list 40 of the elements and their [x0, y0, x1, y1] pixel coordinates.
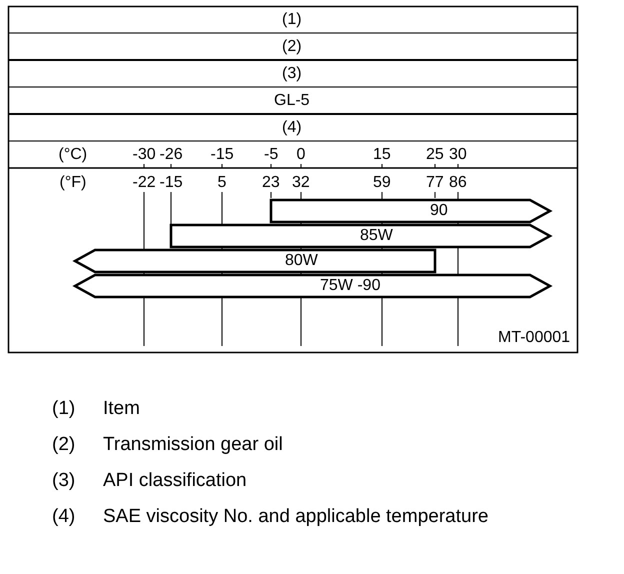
key-description: API classification [103, 472, 247, 490]
temperature-value: 86 [449, 174, 467, 192]
viscosity-grade: 85W [360, 227, 393, 245]
range-arrow-band [75, 275, 550, 297]
unit-label: (°F) [60, 174, 86, 192]
key-description: SAE viscosity No. and applicable temperature [103, 508, 488, 526]
unit-label: (°C) [58, 146, 88, 164]
viscosity-grade: 90 [430, 202, 448, 220]
key-number: (1) [52, 400, 76, 418]
range-arrow-band [271, 200, 550, 222]
temperature-value: -30 [132, 146, 156, 164]
range-arrow-band [171, 225, 550, 247]
key-description: Item [103, 400, 140, 418]
table-heading: (1) [282, 11, 302, 29]
table-heading: (3) [282, 65, 302, 83]
viscosity-grade: 75W -90 [320, 277, 380, 295]
table-heading: (2) [282, 38, 302, 56]
temperature-value: -15 [160, 174, 183, 192]
key-description: Transmission gear oil [103, 436, 283, 454]
figure-code: MT-00001 [498, 329, 570, 347]
temperature-value: 0 [296, 146, 306, 164]
temperature-value: 32 [292, 174, 310, 192]
temperature-value: 59 [373, 174, 391, 192]
temperature-value: 30 [449, 146, 467, 164]
temperature-value: 77 [426, 174, 444, 192]
range-arrow-band [75, 250, 435, 272]
table-heading: GL-5 [274, 92, 310, 110]
temperature-value: -5 [264, 146, 278, 164]
temperature-value: -22 [132, 174, 156, 192]
temperature-value: -26 [160, 146, 183, 164]
temperature-value: 15 [373, 146, 391, 164]
temperature-value: 23 [262, 174, 280, 192]
key-number: (2) [52, 436, 76, 454]
key-number: (3) [52, 472, 76, 490]
table-heading: (4) [282, 119, 302, 137]
temperature-value: -15 [210, 146, 234, 164]
key-number: (4) [52, 508, 76, 526]
temperature-value: 5 [218, 174, 226, 192]
viscosity-grade: 80W [285, 252, 318, 270]
temperature-value: 25 [426, 146, 444, 164]
